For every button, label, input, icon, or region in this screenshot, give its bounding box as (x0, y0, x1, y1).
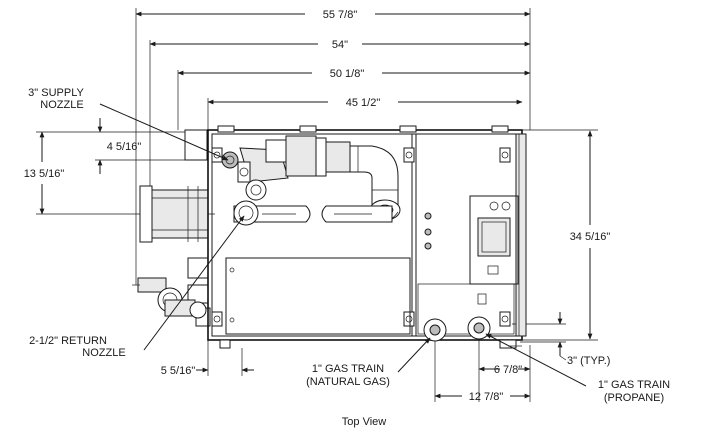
gas-natural-label-line1: 1" GAS TRAIN (312, 363, 384, 375)
gas-connections (423, 316, 491, 342)
right-dimensions: 34 5/16" 3" (TYP.) (512, 129, 611, 367)
dim-gas-offset: 12 7/8" (469, 391, 504, 403)
burner-rails (233, 205, 393, 223)
boiler-unit (132, 125, 527, 349)
supply-pipe-stub (139, 185, 209, 243)
width-dimensions: 55 7/8" 54" 50 1/8" 45 1/2" (135, 8, 531, 285)
callout-supply-nozzle: 3" SUPPLY NOZZLE (28, 87, 229, 161)
dim-supply-offset: 4 5/16" (107, 141, 142, 153)
left-dimensions: 4 5/16" 13 5/16" (24, 118, 215, 215)
bottom-dimensions: 5 5/16" 6 7/8" 12 7/8" (161, 330, 531, 403)
dim-width-50: 50 1/8" (330, 68, 365, 80)
return-nozzle-label-line2: NOZZLE (82, 347, 125, 359)
dim-typical: 3" (TYP.) (567, 355, 610, 367)
callout-return-nozzle: 2-1/2" RETURN NOZZLE (29, 215, 245, 359)
gas-propane-label-line1: 1" GAS TRAIN (598, 379, 670, 391)
supply-nozzle-label-line2: NOZZLE (40, 99, 83, 111)
return-pipe (132, 277, 207, 319)
callout-gas-natural: 1" GAS TRAIN (NATURAL GAS) (306, 337, 431, 388)
dim-width-54: 54" (332, 39, 348, 51)
control-panel (417, 195, 519, 335)
callout-gas-propane: 1" GAS TRAIN (PROPANE) (485, 333, 670, 404)
dim-supply-height: 13 5/16" (24, 168, 65, 180)
gas-natural-label-line2: (NATURAL GAS) (306, 376, 390, 388)
view-caption: Top View (342, 416, 386, 428)
dim-return-offset: 5 5/16" (161, 365, 196, 377)
dim-gas-spacing: 6 7/8" (494, 364, 522, 376)
dim-overall-width: 55 7/8" (323, 9, 358, 21)
gas-propane-label-line2: (PROPANE) (604, 392, 664, 404)
dim-width-45: 45 1/2" (346, 97, 381, 109)
dim-depth: 34 5/16" (570, 231, 611, 243)
supply-nozzle-label-line1: 3" SUPPLY (28, 87, 84, 99)
return-nozzle-label-line1: 2-1/2" RETURN (29, 335, 107, 347)
access-panel (225, 257, 411, 335)
